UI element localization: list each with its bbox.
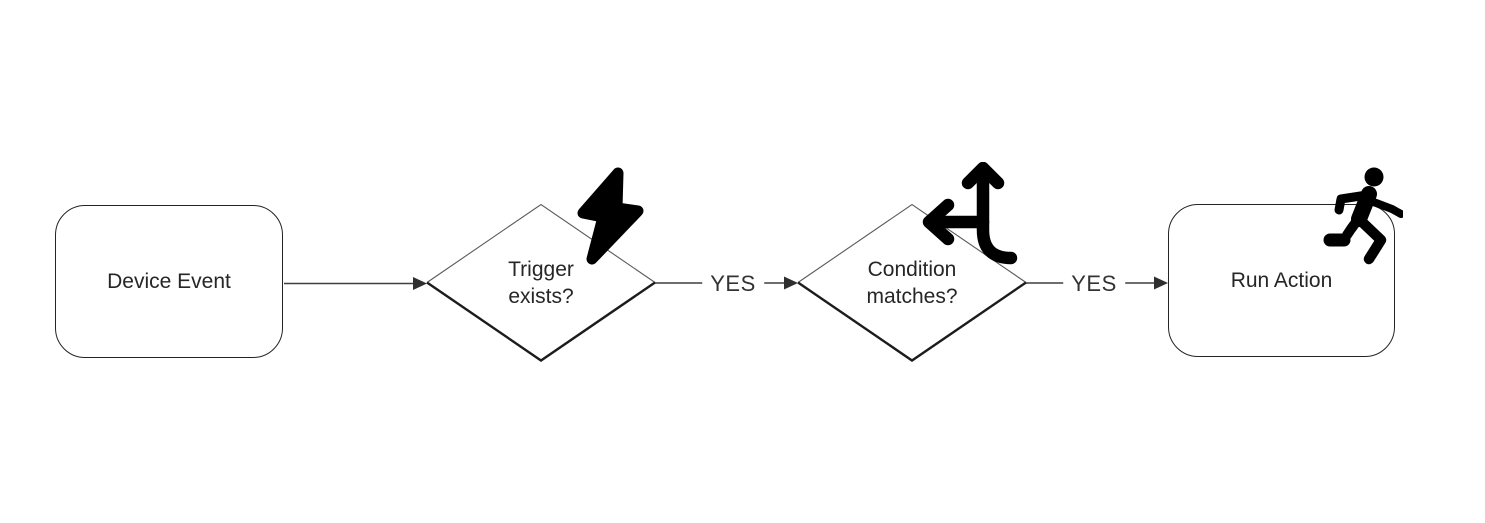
node-device-event-label: Device Event (107, 269, 231, 293)
arrow-device-to-trigger (284, 277, 427, 290)
node-device-event: Device Event (55, 205, 283, 358)
edge-label-yes-condition: YES (1063, 271, 1125, 297)
edge-label-yes-trigger: YES (702, 271, 764, 297)
arrowhead-icon (1154, 276, 1168, 290)
arrowhead-icon (784, 276, 798, 290)
diamond-condition-matches (797, 203, 1027, 362)
node-run-action-label: Run Action (1230, 268, 1333, 292)
node-run-action: Run Action (1168, 204, 1395, 357)
arrowhead-icon (413, 277, 427, 290)
arrows-split-up-left-icon (922, 162, 1018, 265)
lightning-bolt-icon (577, 167, 644, 265)
node-condition-matches-label: Condition matches? (866, 258, 958, 308)
person-running-icon (1323, 167, 1403, 265)
node-trigger-exists-label: Trigger exists? (508, 258, 574, 308)
